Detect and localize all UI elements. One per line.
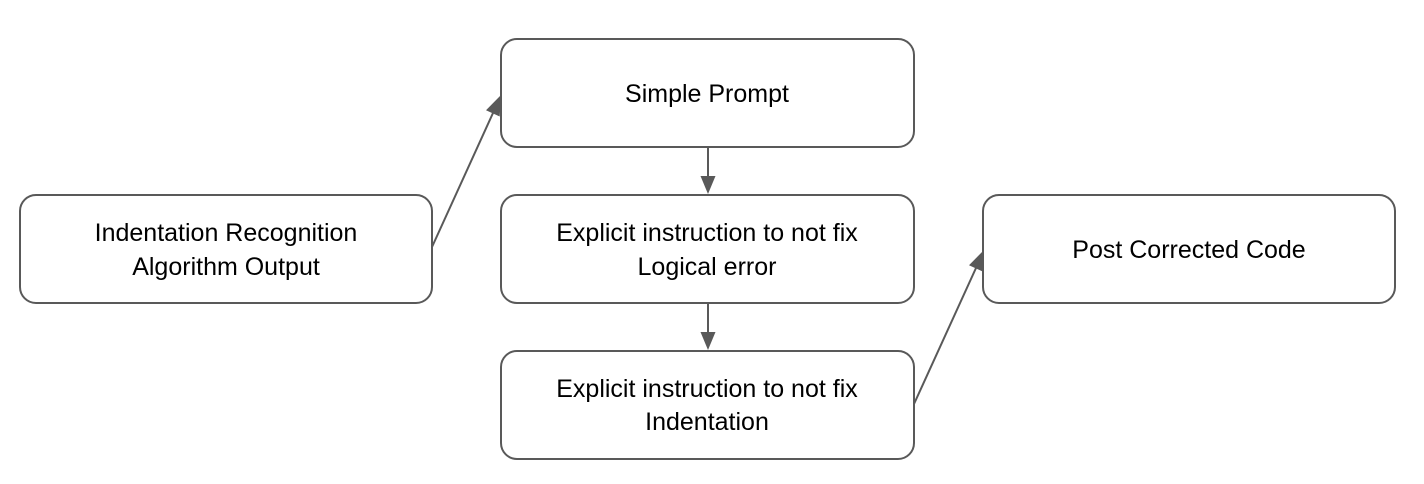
node-box: [500, 194, 915, 304]
node-box: [500, 350, 915, 460]
edge-indentation-to-post-corrected: [913, 250, 984, 405]
node-label-line1: Indentation Recognition: [95, 219, 358, 247]
node-label-line2: Algorithm Output: [132, 253, 320, 281]
edge-indentation-to-simple-prompt: [431, 95, 501, 248]
arrowhead-icon: [969, 250, 984, 272]
node-label-line2: Logical error: [638, 253, 777, 281]
node-box: [500, 38, 915, 148]
node-label-line1: Explicit instruction to not fix: [556, 219, 858, 247]
edge-logical-to-indentation: [700, 303, 716, 350]
node-post-corrected-code: Post Corrected Code: [982, 194, 1396, 304]
node-box: [982, 194, 1396, 304]
edge-simple-prompt-to-logical: [700, 147, 716, 194]
edge-line: [431, 112, 494, 248]
node-simple-prompt: Simple Prompt: [500, 38, 915, 148]
node-label-line1: Simple Prompt: [625, 80, 789, 108]
edge-line: [913, 267, 977, 405]
arrowhead-icon: [700, 176, 716, 194]
node-no-fix-logical-error: Explicit instruction to not fix Logical …: [500, 194, 915, 304]
node-label-line2: Indentation: [645, 408, 769, 436]
arrowhead-icon: [486, 95, 501, 117]
node-no-fix-indentation: Explicit instruction to not fix Indentat…: [500, 350, 915, 460]
node-box: [19, 194, 433, 304]
node-indentation-recognition-output: Indentation Recognition Algorithm Output: [19, 194, 433, 304]
node-label-line1: Explicit instruction to not fix: [556, 375, 858, 403]
arrowhead-icon: [700, 332, 716, 350]
node-label-line1: Post Corrected Code: [1072, 236, 1305, 264]
